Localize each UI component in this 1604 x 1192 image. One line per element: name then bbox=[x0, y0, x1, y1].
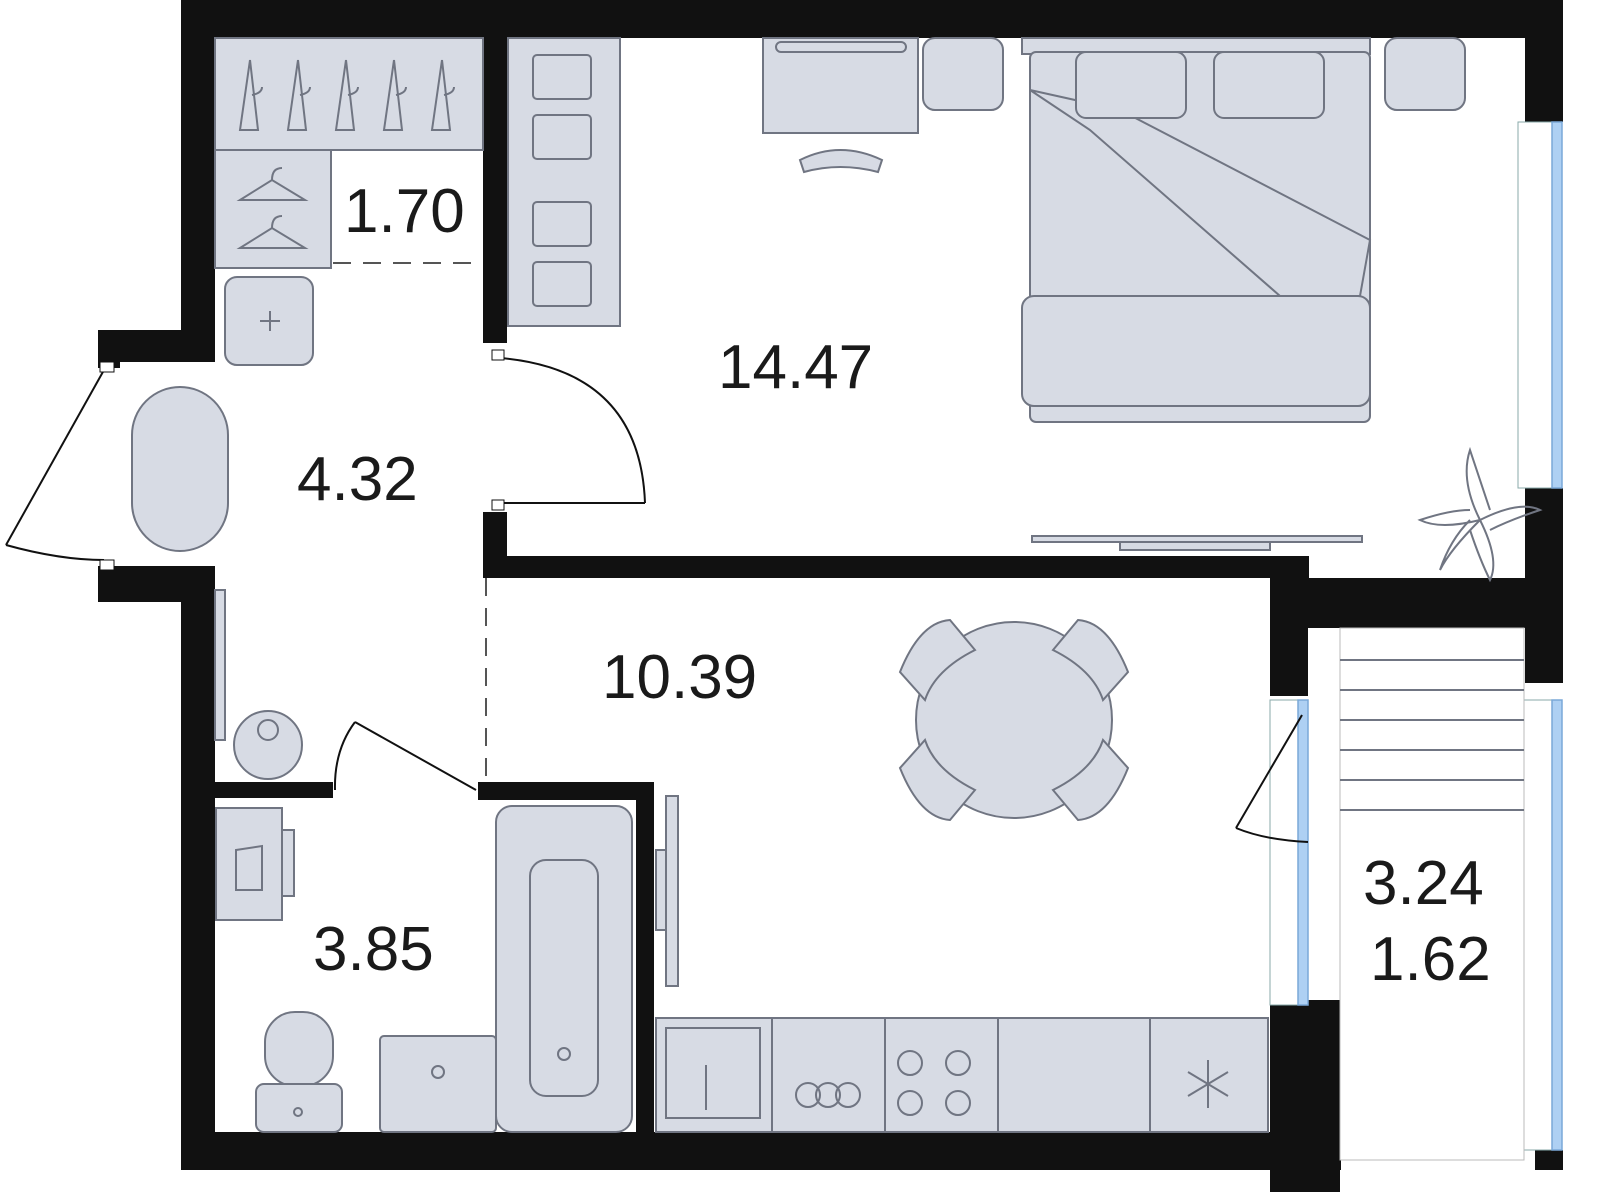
walls bbox=[98, 0, 1563, 1192]
bedroom-furniture bbox=[762, 37, 1543, 583]
hallway-furniture bbox=[131, 276, 314, 780]
windows bbox=[1269, 121, 1563, 1151]
area-hallway: 4.32 bbox=[297, 445, 418, 514]
kitchen-furniture bbox=[655, 618, 1269, 1133]
area-balcony: 3.24 bbox=[1363, 849, 1484, 918]
balcony-floor bbox=[1339, 627, 1525, 1161]
area-wardrobe: 1.70 bbox=[344, 177, 465, 246]
area-labels: 1.70 4.32 14.47 10.39 3.85 3.24 1.62 bbox=[297, 177, 1491, 994]
area-bathroom: 3.85 bbox=[313, 915, 434, 984]
doors bbox=[5, 262, 1309, 843]
area-kitchen: 10.39 bbox=[602, 643, 757, 712]
area-bedroom: 14.47 bbox=[718, 333, 873, 402]
area-balcony-reduced: 1.62 bbox=[1370, 925, 1491, 994]
bathroom-furniture bbox=[215, 805, 633, 1133]
wardrobe-furniture bbox=[214, 37, 621, 327]
